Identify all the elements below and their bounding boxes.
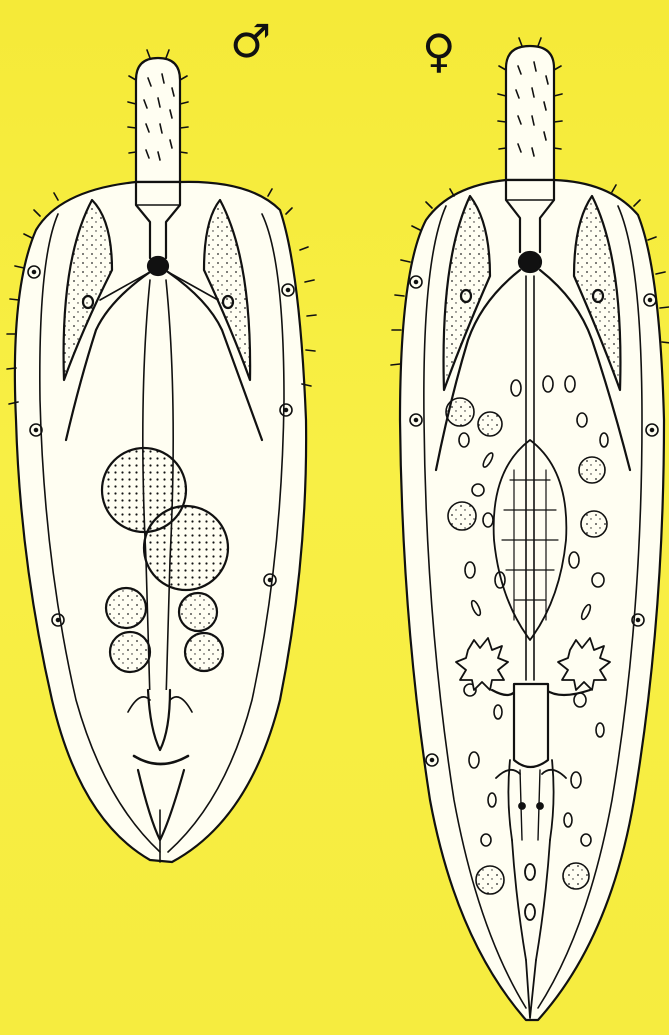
- female-specimen: [391, 38, 669, 1020]
- male-specimen: [7, 50, 316, 862]
- male-proboscis: [128, 50, 188, 182]
- female-proboscis: [498, 38, 562, 180]
